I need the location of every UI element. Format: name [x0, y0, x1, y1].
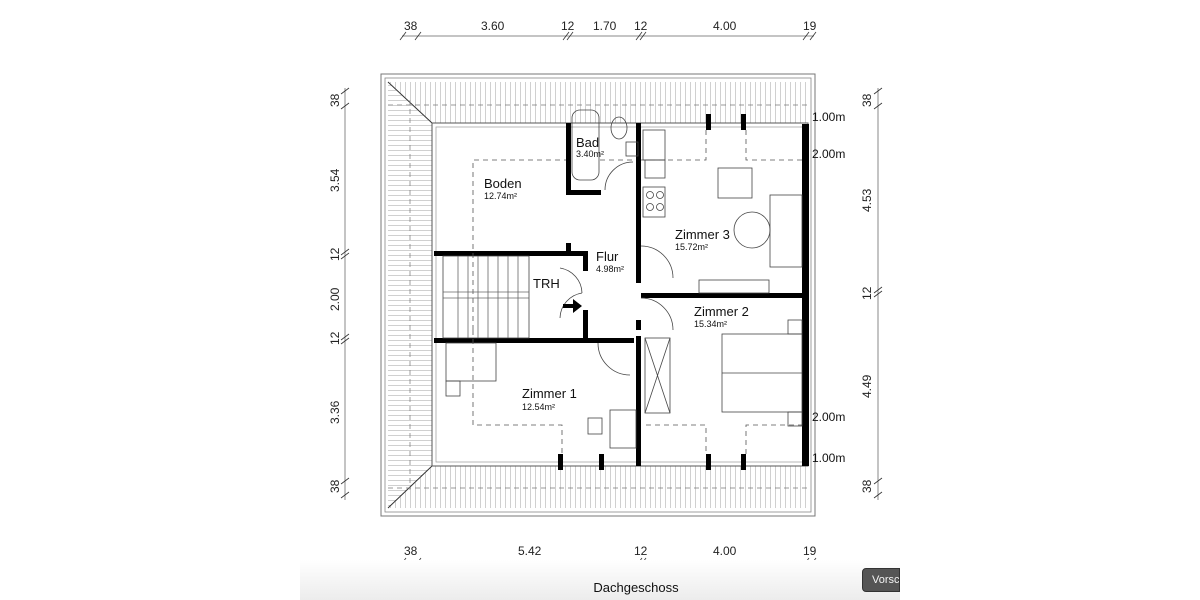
svg-text:2.00m: 2.00m [812, 410, 845, 424]
room-name-boden: Boden [484, 176, 522, 191]
dimension-left: 38 3.54 12 2.00 12 3.36 38 [328, 87, 350, 500]
stair-direction-arrow-icon [563, 299, 582, 313]
room-name-bad: Bad [576, 135, 599, 150]
preview-tooltip-button[interactable]: Vorsc [862, 568, 900, 592]
room-area-zimmer-3: 15.72m² [675, 242, 708, 252]
svg-text:1.70: 1.70 [593, 19, 617, 33]
room-name-zimmer-1: Zimmer 1 [522, 386, 577, 401]
room-area-bad: 3.40m² [576, 149, 604, 159]
svg-text:2.00: 2.00 [328, 287, 342, 311]
svg-text:12: 12 [860, 286, 874, 300]
dimension-top: 38 3.60 12 1.70 12 4.00 19 [399, 19, 817, 41]
svg-text:12: 12 [328, 247, 342, 261]
svg-text:4.49: 4.49 [860, 374, 874, 398]
dimension-right: 38 4.53 12 4.49 38 [860, 87, 883, 500]
svg-text:2.00m: 2.00m [812, 147, 845, 161]
room-area-zimmer-1: 12.54m² [522, 402, 555, 412]
height-marks: 1.00m 2.00m 2.00m 1.00m [812, 110, 845, 465]
svg-text:4.53: 4.53 [860, 188, 874, 212]
roof-outline [380, 73, 816, 517]
room-name-zimmer-2: Zimmer 2 [694, 304, 749, 319]
caption-bar [300, 560, 900, 600]
room-name-flur: Flur [596, 249, 619, 264]
svg-text:1.00m: 1.00m [812, 451, 845, 465]
svg-text:4.00: 4.00 [713, 19, 737, 33]
walls [434, 114, 809, 470]
svg-text:38: 38 [860, 93, 874, 107]
floor-caption: Dachgeschoss [593, 580, 679, 595]
svg-text:3.54: 3.54 [328, 168, 342, 192]
room-name-trh: TRH [533, 276, 560, 291]
room-name-zimmer-3: Zimmer 3 [675, 227, 730, 242]
svg-text:5.42: 5.42 [518, 544, 542, 558]
svg-text:1.00m: 1.00m [812, 110, 845, 124]
svg-text:38: 38 [328, 479, 342, 493]
svg-text:12: 12 [634, 544, 648, 558]
svg-text:12: 12 [561, 19, 575, 33]
room-area-flur: 4.98m² [596, 264, 624, 274]
room-area-zimmer-2: 15.34m² [694, 319, 727, 329]
svg-text:38: 38 [328, 93, 342, 107]
svg-text:38: 38 [404, 19, 418, 33]
svg-text:12: 12 [328, 331, 342, 345]
svg-text:38: 38 [860, 479, 874, 493]
svg-text:38: 38 [404, 544, 418, 558]
room-area-boden: 12.74m² [484, 191, 517, 201]
svg-text:19: 19 [803, 544, 817, 558]
furniture [442, 109, 803, 449]
svg-text:12: 12 [634, 19, 648, 33]
svg-text:3.60: 3.60 [481, 19, 505, 33]
svg-text:19: 19 [803, 19, 817, 33]
svg-text:3.36: 3.36 [328, 400, 342, 424]
room-labels: Boden 12.74m² Bad 3.40m² Zimmer 3 15.72m… [484, 135, 749, 412]
svg-text:4.00: 4.00 [713, 544, 737, 558]
